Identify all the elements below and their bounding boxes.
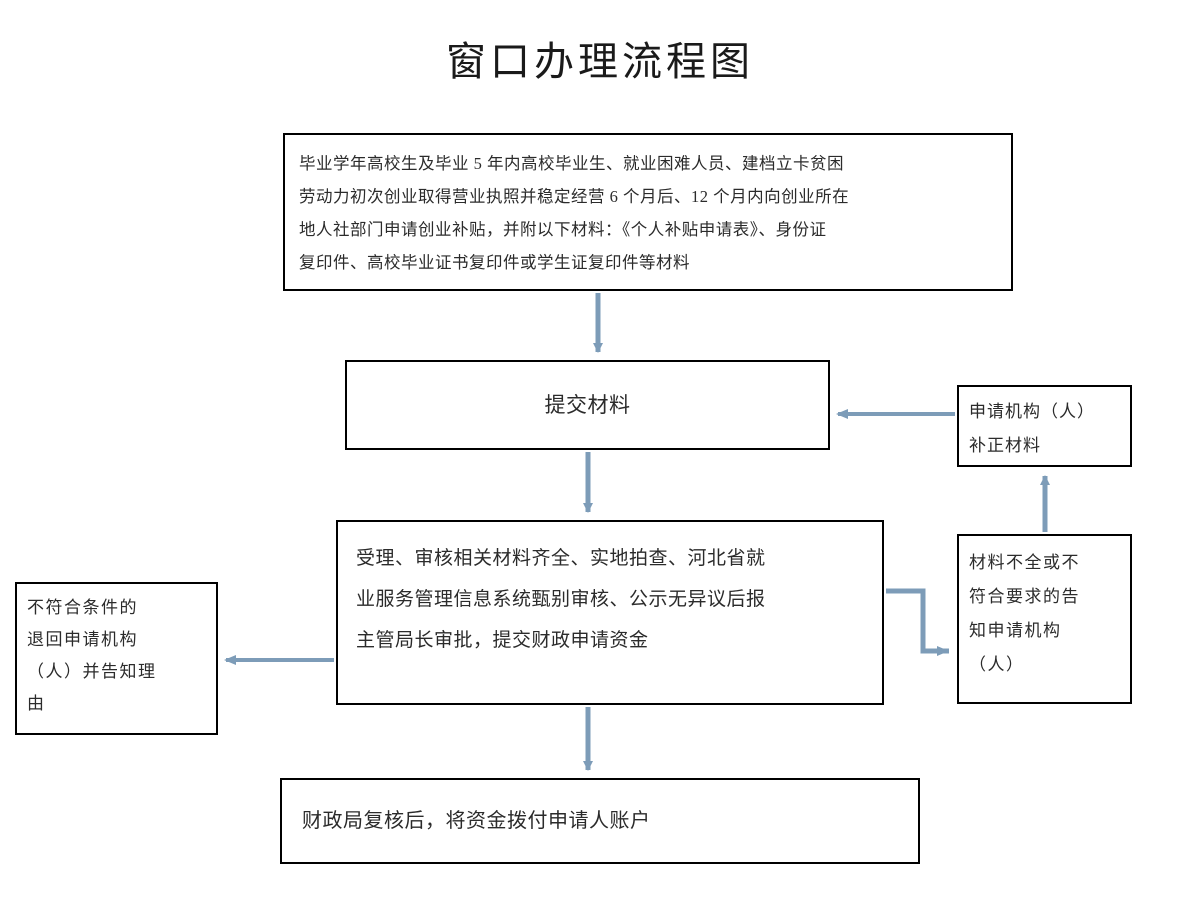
node-notify-incomplete-materials[interactable]: 材料不全或不 符合要求的告 知申请机构 （人） (957, 534, 1132, 704)
reject-line-2: 退回申请机构 (27, 630, 138, 649)
page-title: 窗口办理流程图 (446, 39, 754, 84)
submit-label: 提交材料 (544, 392, 631, 417)
notify-line-1: 材料不全或不 (969, 553, 1080, 572)
reject-line-4: 由 (27, 694, 46, 713)
node-applicant-amends-materials[interactable]: 申请机构（人） 补正材料 (957, 385, 1132, 467)
intro-line-3: 地人社部门申请创业补贴，并附以下材料：《个人补贴申请表》、身份证 (299, 220, 827, 239)
intro-line-1: 毕业学年高校生及毕业 5 年内高校毕业生、就业困难人员、建档立卡贫困 (299, 154, 844, 173)
node-submit-materials[interactable]: 提交材料 (345, 360, 830, 450)
review-line-1: 受理、审核相关材料齐全、实地拍查、河北省就 (356, 548, 766, 569)
payout-label: 财政局复核后，将资金拨付申请人账户 (302, 809, 651, 832)
intro-line-4: 复印件、高校毕业证书复印件或学生证复印件等材料 (299, 253, 690, 272)
connector-review-to-notify (886, 588, 949, 656)
node-accept-and-review[interactable]: 受理、审核相关材料齐全、实地拍查、河北省就 业服务管理信息系统甄别审核、公示无异… (336, 520, 884, 705)
reject-line-3: （人）并告知理 (27, 662, 157, 681)
notify-line-3: 知申请机构 (969, 621, 1062, 640)
notify-line-4: （人） (969, 655, 1025, 674)
amend-line-2: 补正材料 (969, 436, 1041, 455)
amend-line-1: 申请机构（人） (969, 402, 1095, 421)
node-finance-bureau-payout[interactable]: 财政局复核后，将资金拨付申请人账户 (280, 778, 920, 864)
notify-line-2: 符合要求的告 (969, 587, 1080, 606)
intro-line-2: 劳动力初次创业取得营业执照并稳定经营 6 个月后、12 个月内向创业所在 (299, 187, 850, 206)
review-line-3: 主管局长审批，提交财政申请资金 (356, 630, 649, 651)
node-eligibility-criteria[interactable]: 毕业学年高校生及毕业 5 年内高校毕业生、就业困难人员、建档立卡贫困 劳动力初次… (283, 133, 1013, 291)
reject-line-1: 不符合条件的 (27, 598, 138, 617)
node-return-if-ineligible[interactable]: 不符合条件的 退回申请机构 （人）并告知理 由 (15, 582, 218, 735)
review-line-2: 业服务管理信息系统甄别审核、公示无异议后报 (356, 589, 766, 610)
